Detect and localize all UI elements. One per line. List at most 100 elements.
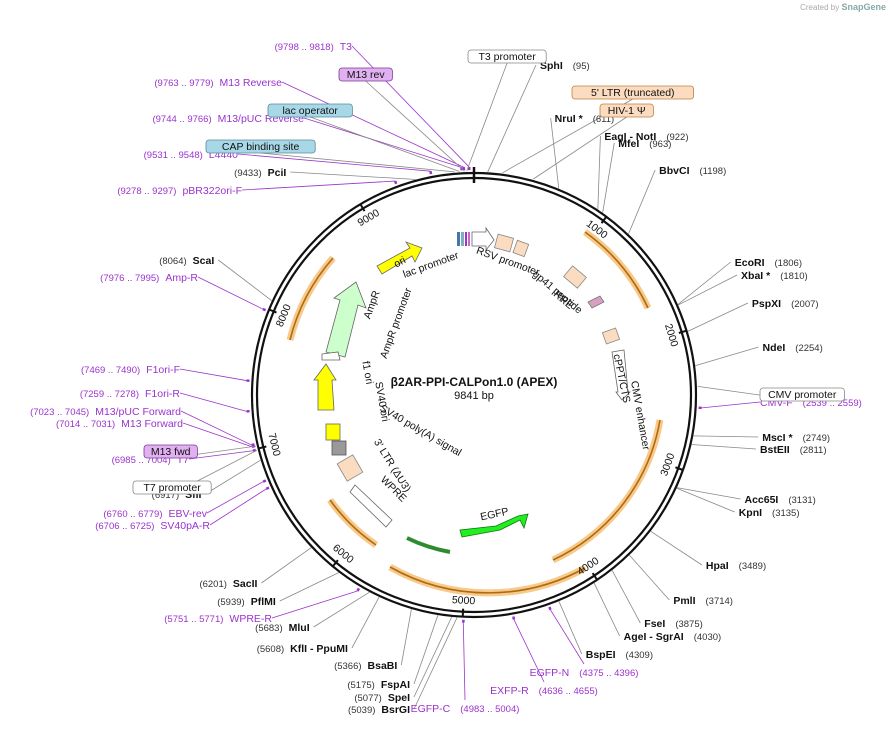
enzyme-name: NruI * xyxy=(555,113,584,125)
enzyme-site[interactable]: (5366)BsaBI xyxy=(334,660,397,672)
enzyme-leader xyxy=(487,64,537,173)
feature-box[interactable] xyxy=(338,67,393,82)
enzyme-site[interactable]: KpnI(3135) xyxy=(739,507,800,519)
enzyme-site[interactable]: BspEI(4309) xyxy=(586,649,653,661)
enzyme-name: NdeI xyxy=(763,342,786,354)
enzyme-position: (611) xyxy=(593,114,614,125)
primer-site[interactable]: (7976 .. 7995)Amp-R xyxy=(100,272,198,284)
primer-site[interactable]: (7023 .. 7045)M13/pUC Forward xyxy=(30,406,181,418)
feature-box[interactable] xyxy=(599,103,654,118)
feature-box[interactable] xyxy=(759,387,845,402)
feature-label: T7 promoter xyxy=(144,482,202,494)
primer-site[interactable]: (7014 .. 7031)M13 Forward xyxy=(56,418,183,430)
primer-site[interactable]: (7259 .. 7278)F1ori-R xyxy=(80,388,181,400)
enzyme-position: (5077) xyxy=(354,693,381,704)
tick-mark-6000 xyxy=(332,559,339,567)
primer-leader xyxy=(179,392,247,412)
tick-mark-3000 xyxy=(675,466,684,471)
primer-site[interactable]: EGFP-C(4983 .. 5004) xyxy=(411,703,520,715)
primer-position: (7976 .. 7995) xyxy=(100,273,159,284)
enzyme-site[interactable]: (5683)MluI xyxy=(255,622,310,634)
enzyme-name: FspAI xyxy=(381,679,410,691)
primer-site[interactable]: (6706 .. 6725)SV40pA-R xyxy=(95,520,210,532)
enzyme-site[interactable]: EagI - NotI(922) xyxy=(604,131,688,143)
enzyme-name: ScaI xyxy=(193,255,215,267)
primer-site[interactable]: (7469 .. 7490)F1ori-F xyxy=(81,364,180,376)
enzyme-site[interactable]: EcoRI(1806) xyxy=(735,257,802,269)
enzyme-site[interactable]: (8064)ScaI xyxy=(159,255,214,267)
primer-position: (2539 .. 2559) xyxy=(803,398,862,409)
primer-site[interactable]: (9763 .. 9779)M13 Reverse xyxy=(154,77,282,89)
enzyme-site[interactable]: PmlI(3714) xyxy=(673,595,733,607)
enzyme-site[interactable]: PspXI(2007) xyxy=(752,298,819,310)
enzyme-leader xyxy=(413,616,453,698)
primer-site[interactable]: EGFP-N(4375 .. 4396) xyxy=(530,667,639,679)
primer-mark xyxy=(393,180,398,185)
enzyme-site[interactable]: MfeI(963) xyxy=(618,138,671,150)
enzyme-site[interactable]: (5077)SpeI xyxy=(354,692,410,704)
enzyme-site[interactable]: (9433)PciI xyxy=(234,167,286,179)
enzyme-site[interactable]: Acc65I(3131) xyxy=(744,494,815,506)
primer-position: (7014 .. 7031) xyxy=(56,419,115,430)
primer-site[interactable]: (9798 .. 9818)T3 xyxy=(275,41,353,53)
orf-arc-1 xyxy=(582,229,652,310)
primer-name: SV40pA-R xyxy=(160,520,210,532)
primer-site[interactable]: (9278 .. 9297)pBR322ori-F xyxy=(117,185,242,197)
enzyme-site[interactable]: HpaI(3489) xyxy=(706,560,766,572)
enzyme-site[interactable]: NruI * (611) xyxy=(555,113,615,125)
enzyme-position: (4030) xyxy=(694,632,721,643)
enzyme-name: BsaBI xyxy=(368,660,398,672)
feature-box[interactable] xyxy=(132,480,212,495)
primer-site[interactable]: (5751 .. 5771)WPRE-R xyxy=(164,613,272,625)
feature-box[interactable] xyxy=(571,85,694,100)
enzyme-leader xyxy=(400,608,412,666)
enzyme-leader xyxy=(694,346,759,367)
enzyme-site[interactable]: FseI(3875) xyxy=(644,618,702,630)
stripe-2 xyxy=(461,232,464,246)
plasmid-name: β2AR-PPI-CALPon1.0 (APEX) xyxy=(391,375,558,389)
enzyme-site[interactable]: SphI(95) xyxy=(540,60,590,72)
feature-box[interactable] xyxy=(467,49,547,64)
enzyme-site[interactable]: XbaI *(1810) xyxy=(741,270,808,282)
enzyme-name: PflMI xyxy=(251,596,276,608)
rsv-box-2 xyxy=(512,239,530,258)
primer-mark xyxy=(429,170,433,175)
enzyme-leader xyxy=(593,582,620,637)
enzyme-site[interactable]: (6201)SacII xyxy=(199,578,257,590)
inner-egfp: EGFP xyxy=(479,506,509,524)
primer-leader xyxy=(462,622,466,701)
gp41-box xyxy=(587,295,605,309)
stripe-4 xyxy=(468,232,470,246)
enzyme-position: (3875) xyxy=(675,619,702,630)
primer-mark xyxy=(262,307,267,312)
enzyme-position: (3714) xyxy=(706,596,733,607)
feature-label: T3 promoter xyxy=(479,51,537,63)
enzyme-site[interactable]: NdeI(2254) xyxy=(763,342,823,354)
f1-ori-arrow xyxy=(313,363,337,411)
enzyme-site[interactable]: (5608)KflI - PpuMI xyxy=(257,643,348,655)
primer-mark xyxy=(512,616,516,620)
enzyme-site[interactable]: BbvCI(1198) xyxy=(659,165,726,177)
enzyme-position: (3135) xyxy=(772,508,799,519)
feature-box[interactable] xyxy=(267,103,353,118)
sv40-polya-box xyxy=(331,440,347,456)
enzyme-site[interactable]: BstEII(2811) xyxy=(760,444,827,456)
primer-leader xyxy=(271,590,358,619)
enzyme-site[interactable]: (5175)FspAI xyxy=(347,679,410,691)
primer-site[interactable]: EXFP-R(4636 .. 4655) xyxy=(490,685,598,697)
primer-mark xyxy=(265,486,270,491)
enzyme-site[interactable]: (5939)PflMI xyxy=(217,596,276,608)
primer-site[interactable]: (6760 .. 6779)EBV-rev xyxy=(103,508,207,520)
feature-box[interactable] xyxy=(143,444,198,459)
enzyme-site[interactable]: AgeI - SgrAI(4030) xyxy=(624,631,722,643)
enzyme-site[interactable]: (5039)BsrGI xyxy=(348,704,410,716)
enzyme-leader xyxy=(413,614,439,685)
feature-box[interactable] xyxy=(205,139,316,154)
enzyme-position: (6917) xyxy=(152,490,179,501)
primer-leader xyxy=(188,450,253,460)
primer-position: (9744 .. 9766) xyxy=(152,114,211,125)
feature-leader xyxy=(533,116,627,180)
lac-promoter-arrow xyxy=(471,226,495,252)
enzyme-site[interactable]: MscI *(2749) xyxy=(762,432,830,444)
